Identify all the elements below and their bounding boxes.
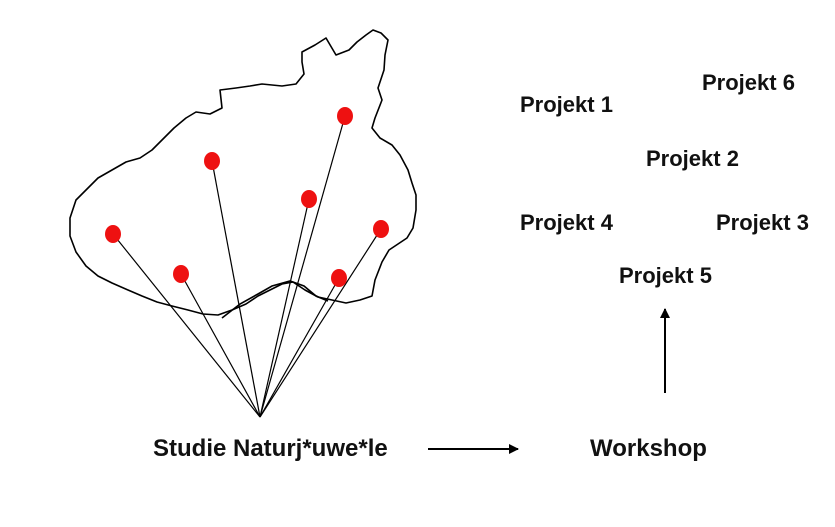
workshop-label: Workshop — [590, 435, 707, 462]
location-marker — [105, 225, 121, 243]
connector-line — [259, 115, 346, 418]
connector-line — [211, 160, 261, 418]
location-marker — [173, 265, 189, 283]
project-label: Projekt 4 — [520, 210, 614, 235]
connector-line — [259, 228, 382, 418]
location-marker — [331, 269, 347, 287]
location-markers — [105, 107, 389, 287]
connector-line — [112, 233, 261, 418]
project-labels: Projekt 1 Projekt 2 Projekt 3 Projekt 4 … — [520, 70, 809, 288]
region-inner-boundary — [221, 280, 329, 319]
location-marker — [204, 152, 220, 170]
location-marker — [373, 220, 389, 238]
region-map-outline — [69, 29, 417, 316]
project-label: Projekt 3 — [716, 210, 809, 235]
connector-line — [180, 273, 261, 418]
location-marker — [337, 107, 353, 125]
project-label: Projekt 5 — [619, 263, 712, 288]
connector-line — [259, 198, 310, 418]
location-marker — [301, 190, 317, 208]
project-label: Projekt 2 — [646, 146, 739, 171]
connector-line — [259, 277, 340, 418]
connector-lines — [112, 115, 382, 418]
project-label: Projekt 6 — [702, 70, 795, 95]
study-label: Studie Naturj*uwe*le — [153, 435, 388, 462]
project-label: Projekt 1 — [520, 92, 613, 117]
